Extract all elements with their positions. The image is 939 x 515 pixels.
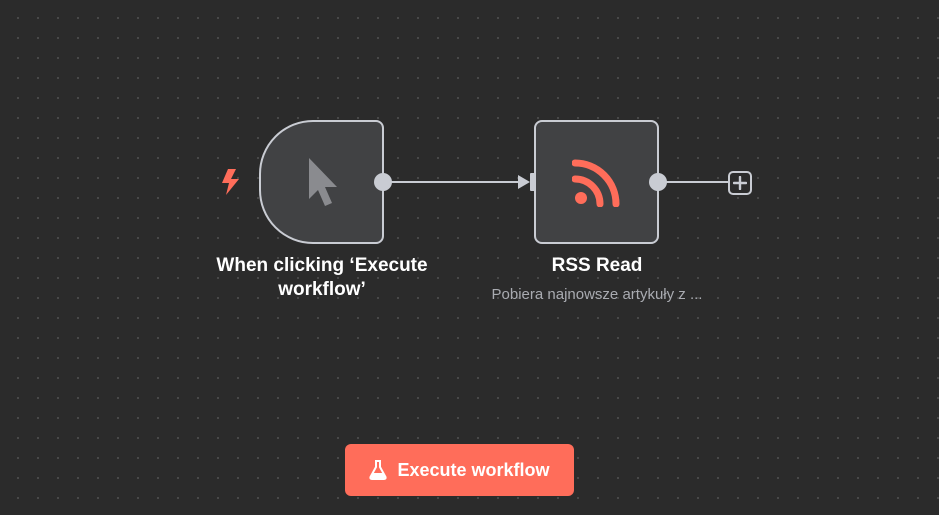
lightning-bolt-icon <box>222 169 239 195</box>
trigger-node-label: When clicking ‘Execute workflow’ <box>216 255 428 300</box>
execute-workflow-label: Execute workflow <box>397 459 550 480</box>
trigger-output-handle[interactable] <box>374 173 392 191</box>
mouse-pointer-icon <box>308 158 337 206</box>
rss-node-subtitle: Pobiera najnowsze artykuły z ... <box>491 286 703 303</box>
flask-icon <box>369 460 388 480</box>
trigger-node[interactable] <box>259 120 384 244</box>
execute-workflow-button[interactable]: Execute workflow <box>345 444 574 496</box>
rss-output-handle[interactable] <box>649 173 667 191</box>
add-node-button[interactable] <box>728 171 752 195</box>
connection-arrowhead <box>518 175 530 189</box>
rss-icon <box>571 159 619 207</box>
plus-icon <box>733 176 747 190</box>
rss-node-label: RSS Read <box>551 255 643 276</box>
rss-read-node[interactable] <box>534 120 659 244</box>
